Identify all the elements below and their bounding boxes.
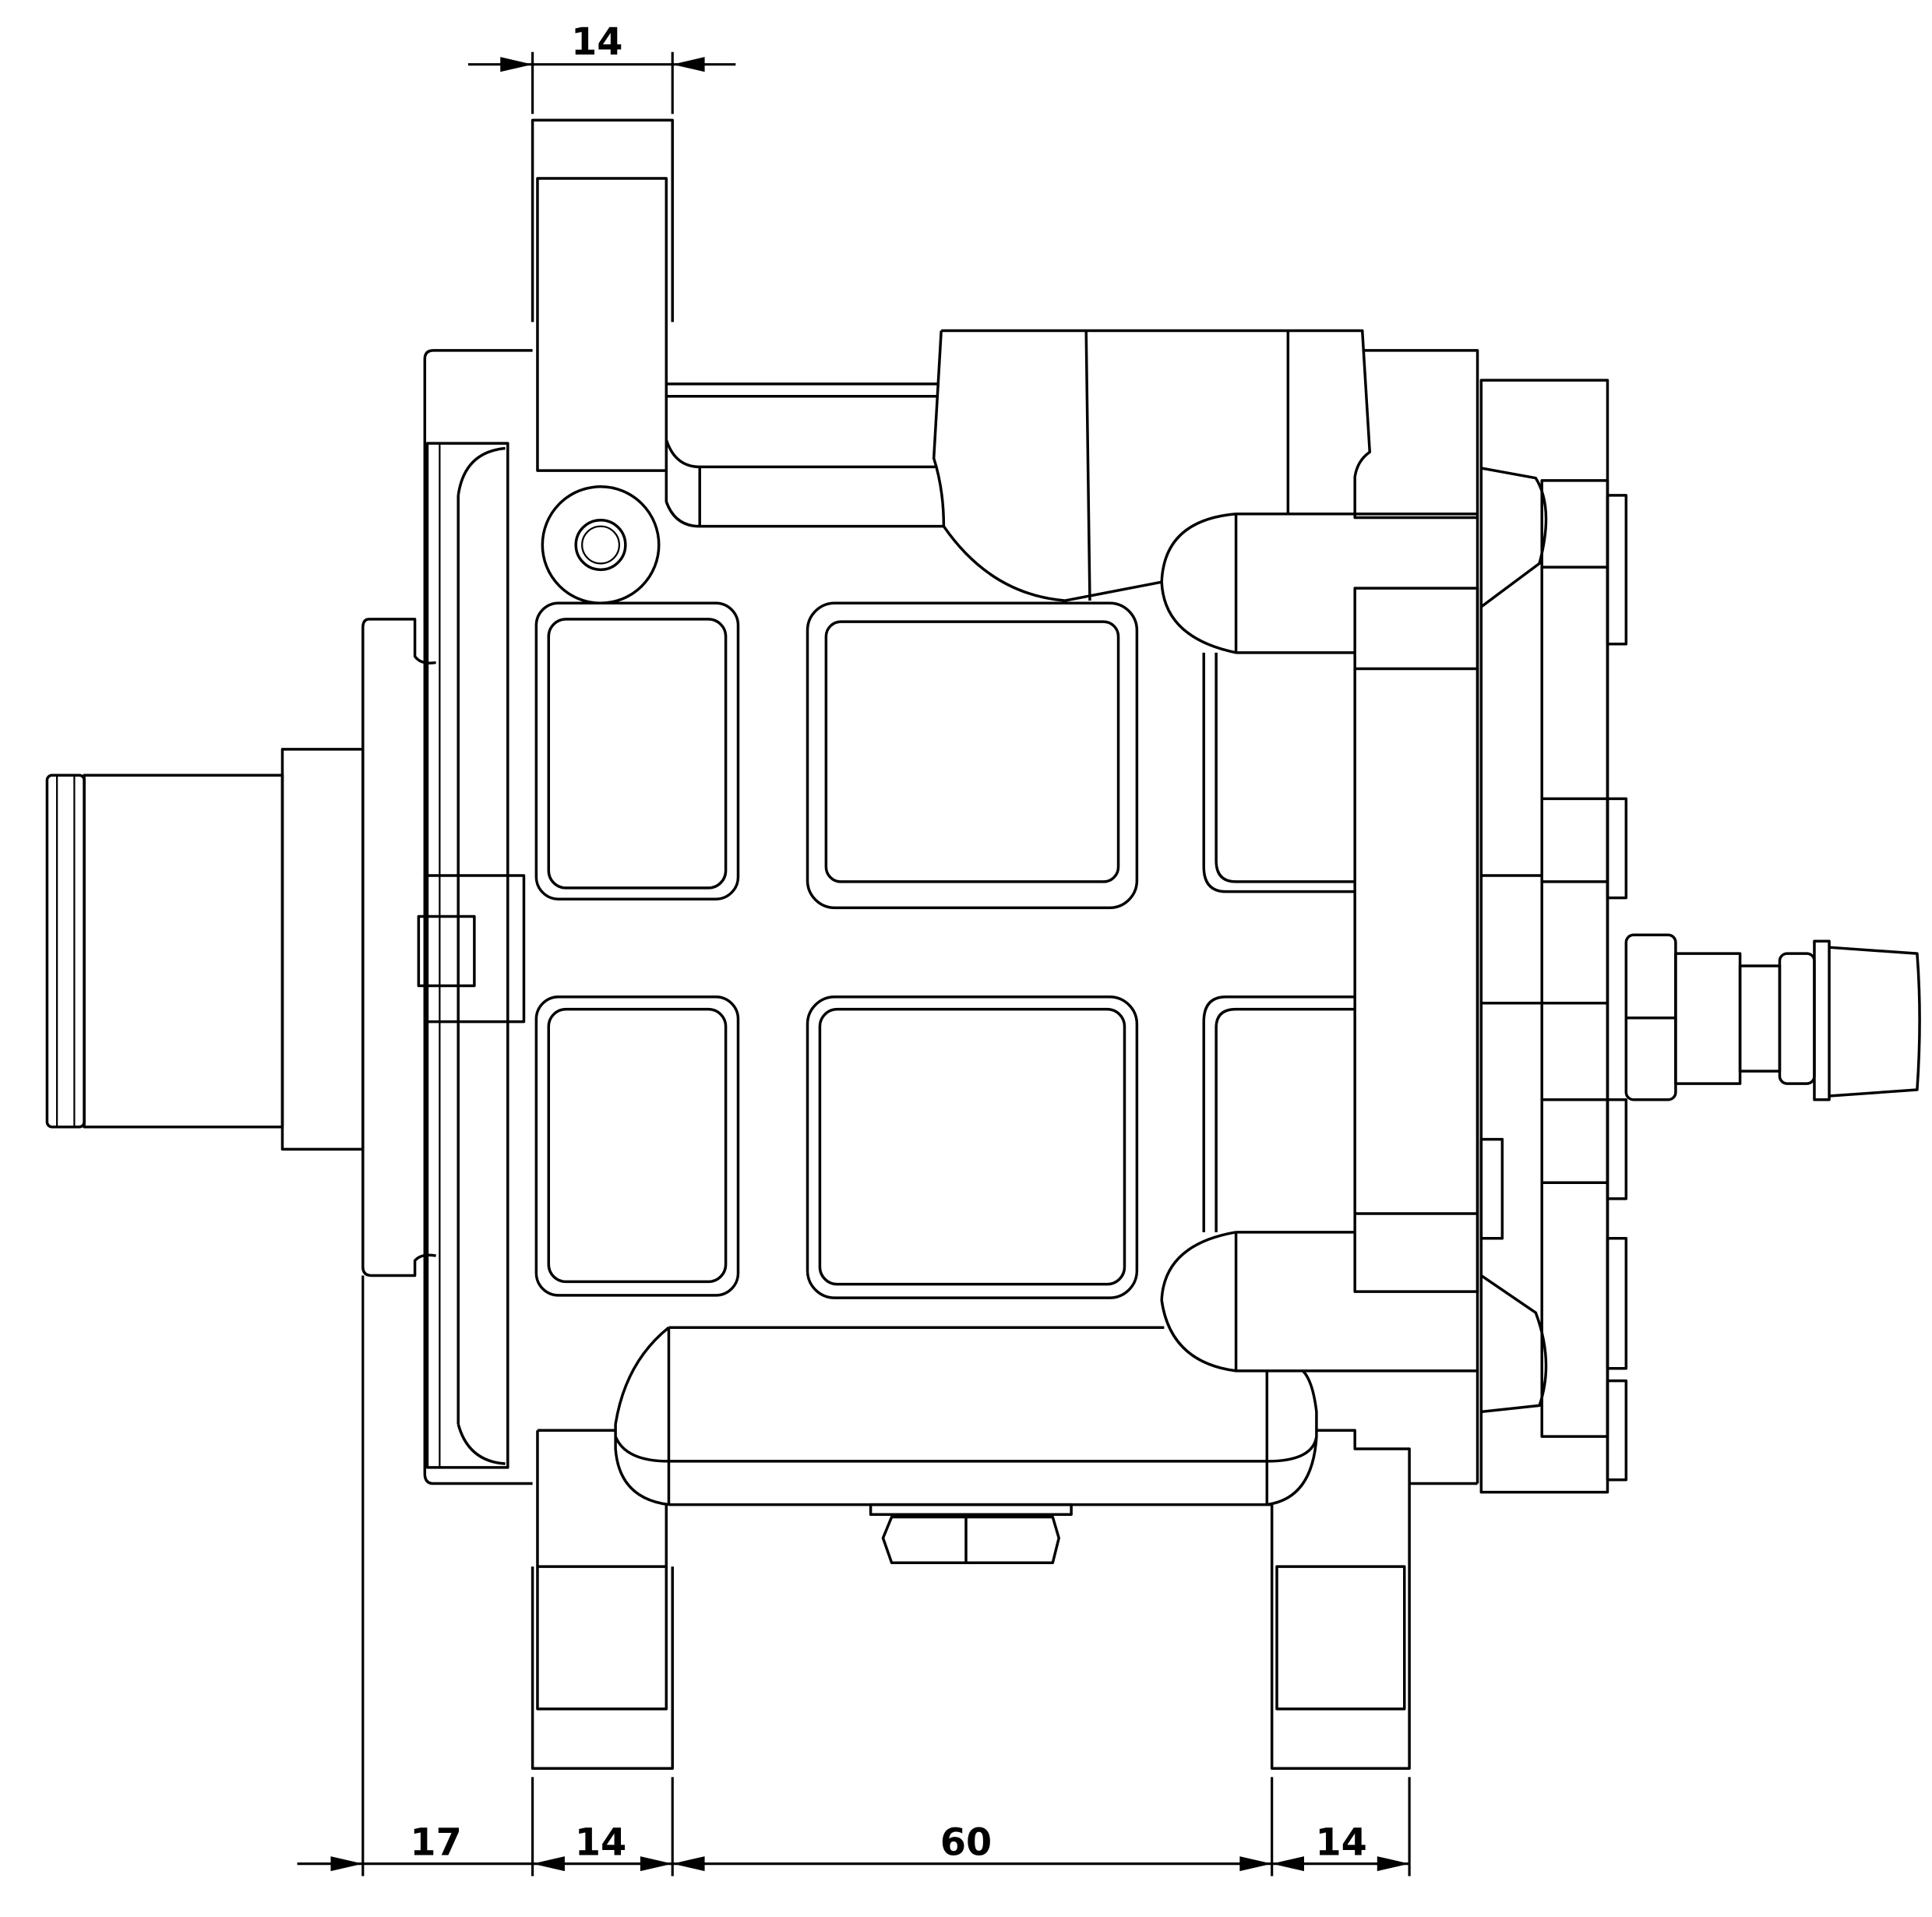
cooling-windows xyxy=(534,601,1356,1299)
dimension-label-60: 60 xyxy=(940,1821,992,1864)
output-terminal xyxy=(1624,933,1921,1101)
top-rail xyxy=(665,395,944,528)
mounting-hole xyxy=(541,485,661,604)
bottom-mounting-feet xyxy=(531,1429,1411,1770)
bottom-dimensions: 17 14 60 14 xyxy=(297,1275,1411,1876)
rear-bosses xyxy=(1160,513,1479,1373)
dimension-label-17: 17 xyxy=(410,1821,461,1864)
rear-cover xyxy=(1479,379,1628,1494)
bottom-rail xyxy=(614,1326,1318,1506)
front-plate xyxy=(361,442,509,1469)
bottom-nut xyxy=(869,1503,1073,1565)
dimension-label-front-foot: 14 xyxy=(575,1821,626,1864)
dimension-label-top: 14 xyxy=(571,21,622,64)
pulley xyxy=(45,748,365,1151)
top-boss xyxy=(932,329,1478,602)
top-mounting-ear xyxy=(531,118,674,472)
housing-outline xyxy=(423,349,1479,1485)
front-clip xyxy=(417,874,526,1024)
top-dimension: 14 xyxy=(467,21,736,115)
dimension-label-rear-foot: 14 xyxy=(1316,1821,1367,1864)
